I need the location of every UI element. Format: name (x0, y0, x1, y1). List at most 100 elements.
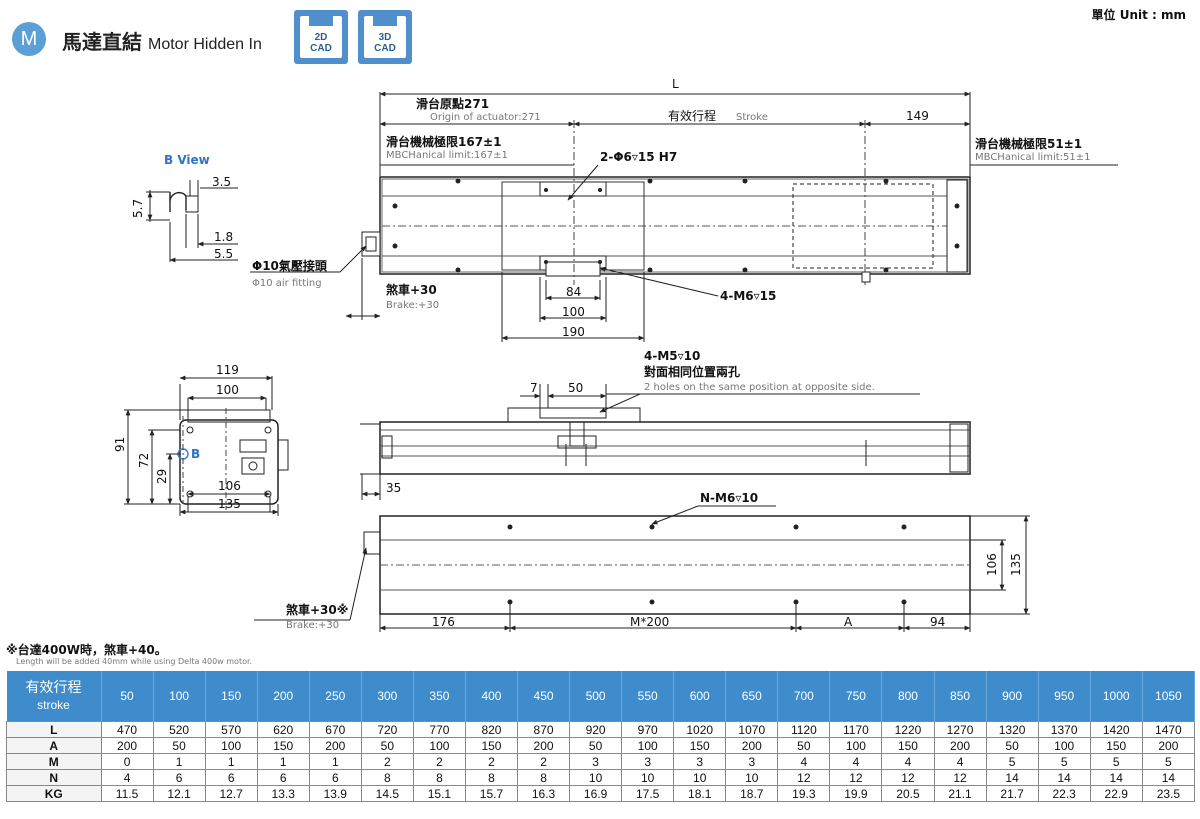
table-cell: 2 (516, 753, 571, 770)
table-cell: 18.7 (725, 785, 779, 802)
table-cell: 12.1 (152, 785, 206, 802)
section-badge: M (12, 22, 46, 56)
mech-limit-right-zh: 滑台機械極限51±1 (975, 136, 1082, 151)
stroke-label-en: Stroke (736, 112, 768, 123)
table-cell: 150 (881, 737, 935, 754)
bottom-dim-106: 106 (985, 553, 999, 576)
table-header-cell: 300 (361, 671, 414, 722)
table-cell: 150 (1089, 737, 1143, 754)
motor-note-zh: ※台達400W時，煞車+40。 (6, 643, 167, 657)
table-cell: 10 (725, 769, 779, 786)
pin-hole-label: 2-Φ6▿15 H7 (600, 150, 677, 164)
table-cell: 3 (569, 753, 623, 770)
side-hole-label: 4-M5▿10 (644, 349, 700, 363)
table-cell: 1470 (1141, 721, 1196, 738)
table-cell: 100 (204, 737, 258, 754)
table-cell: 4 (829, 753, 883, 770)
row-label: KG (6, 785, 102, 802)
bottom-dim-176: 176 (432, 615, 455, 629)
row-label: A (6, 737, 102, 754)
table-cell: 100 (621, 737, 675, 754)
table-cell: 21.1 (933, 785, 987, 802)
table-cell: 150 (464, 737, 519, 754)
table-header-cell: 900 (986, 671, 1039, 722)
table-cell: 19.3 (777, 785, 831, 802)
bottom-brake-en: Brake:+30 (286, 620, 339, 631)
table-cell: 15.7 (464, 785, 519, 802)
table-cell: 12.7 (204, 785, 258, 802)
table-cell: 16.3 (516, 785, 571, 802)
tap-hole-label: 4-M6▿15 (720, 289, 776, 303)
table-cell: 8 (412, 769, 466, 786)
end-dim-119: 119 (216, 363, 239, 377)
side-dim-50: 50 (568, 381, 583, 395)
cad-2d-line1: 2D (314, 32, 328, 43)
table-cell: 1420 (1089, 721, 1143, 738)
table-cell: 15.1 (412, 785, 466, 802)
table-cell: 1 (308, 753, 362, 770)
table-cell: 820 (464, 721, 519, 738)
table-cell: 50 (985, 737, 1039, 754)
table-cell: 1 (204, 753, 258, 770)
table-cell: 8 (516, 769, 571, 786)
table-cell: 1070 (725, 721, 779, 738)
table-header-cell: 50 (101, 671, 154, 722)
table-header-cell: 1050 (1142, 671, 1196, 722)
table-header-cell: 100 (153, 671, 206, 722)
table-cell: 10 (569, 769, 623, 786)
side-dim-7: 7 (530, 381, 538, 395)
cad-3d-line2: CAD (374, 43, 396, 54)
table-cell: 4 (100, 769, 154, 786)
air-fitting-zh: Φ10氣壓接頭 (252, 258, 328, 273)
header-stroke-en: stroke (37, 697, 70, 712)
table-cell: 13.3 (256, 785, 310, 802)
table-cell: 11.5 (100, 785, 154, 802)
table-cell: 8 (360, 769, 414, 786)
table-cell: 720 (360, 721, 414, 738)
table-cell: 22.9 (1089, 785, 1143, 802)
table-cell: 670 (308, 721, 362, 738)
table-cell: 50 (569, 737, 623, 754)
table-cell: 14 (1037, 769, 1091, 786)
table-header-cell: 800 (881, 671, 935, 722)
cad-2d-line2: CAD (310, 43, 332, 54)
table-cell: 770 (412, 721, 466, 738)
table-cell: 200 (933, 737, 987, 754)
table-header-cell: 500 (569, 671, 623, 722)
table-cell: 470 (100, 721, 154, 738)
table-cell: 3 (725, 753, 779, 770)
table-cell: 1 (256, 753, 310, 770)
dim-149: 149 (906, 109, 929, 123)
table-cell: 150 (673, 737, 727, 754)
bottom-dim-m200: M*200 (630, 615, 669, 629)
end-dim-29: 29 (155, 469, 169, 484)
table-cell: 200 (1141, 737, 1196, 754)
b-dim-5-7: 5.7 (131, 199, 145, 218)
row-label: N (6, 769, 102, 786)
table-header-cell: 850 (934, 671, 987, 722)
title-zh: 馬達直結 (62, 30, 142, 54)
table-cell: 22.3 (1037, 785, 1091, 802)
table-cell: 10 (673, 769, 727, 786)
table-cell: 200 (516, 737, 571, 754)
table-cell: 0 (100, 753, 154, 770)
bottom-brake-zh: 煞車+30※ (286, 602, 348, 617)
end-dim-135: 135 (218, 497, 241, 511)
table-cell: 50 (777, 737, 831, 754)
table-cell: 14 (1141, 769, 1196, 786)
end-dim-100: 100 (216, 383, 239, 397)
table-cell: 4 (933, 753, 987, 770)
table-header-cell: 350 (413, 671, 466, 722)
cad-3d-line1: 3D (378, 32, 392, 43)
table-cell: 4 (777, 753, 831, 770)
table-cell: 50 (360, 737, 414, 754)
table-header-cell: 1000 (1090, 671, 1143, 722)
table-header-cell: 150 (205, 671, 258, 722)
